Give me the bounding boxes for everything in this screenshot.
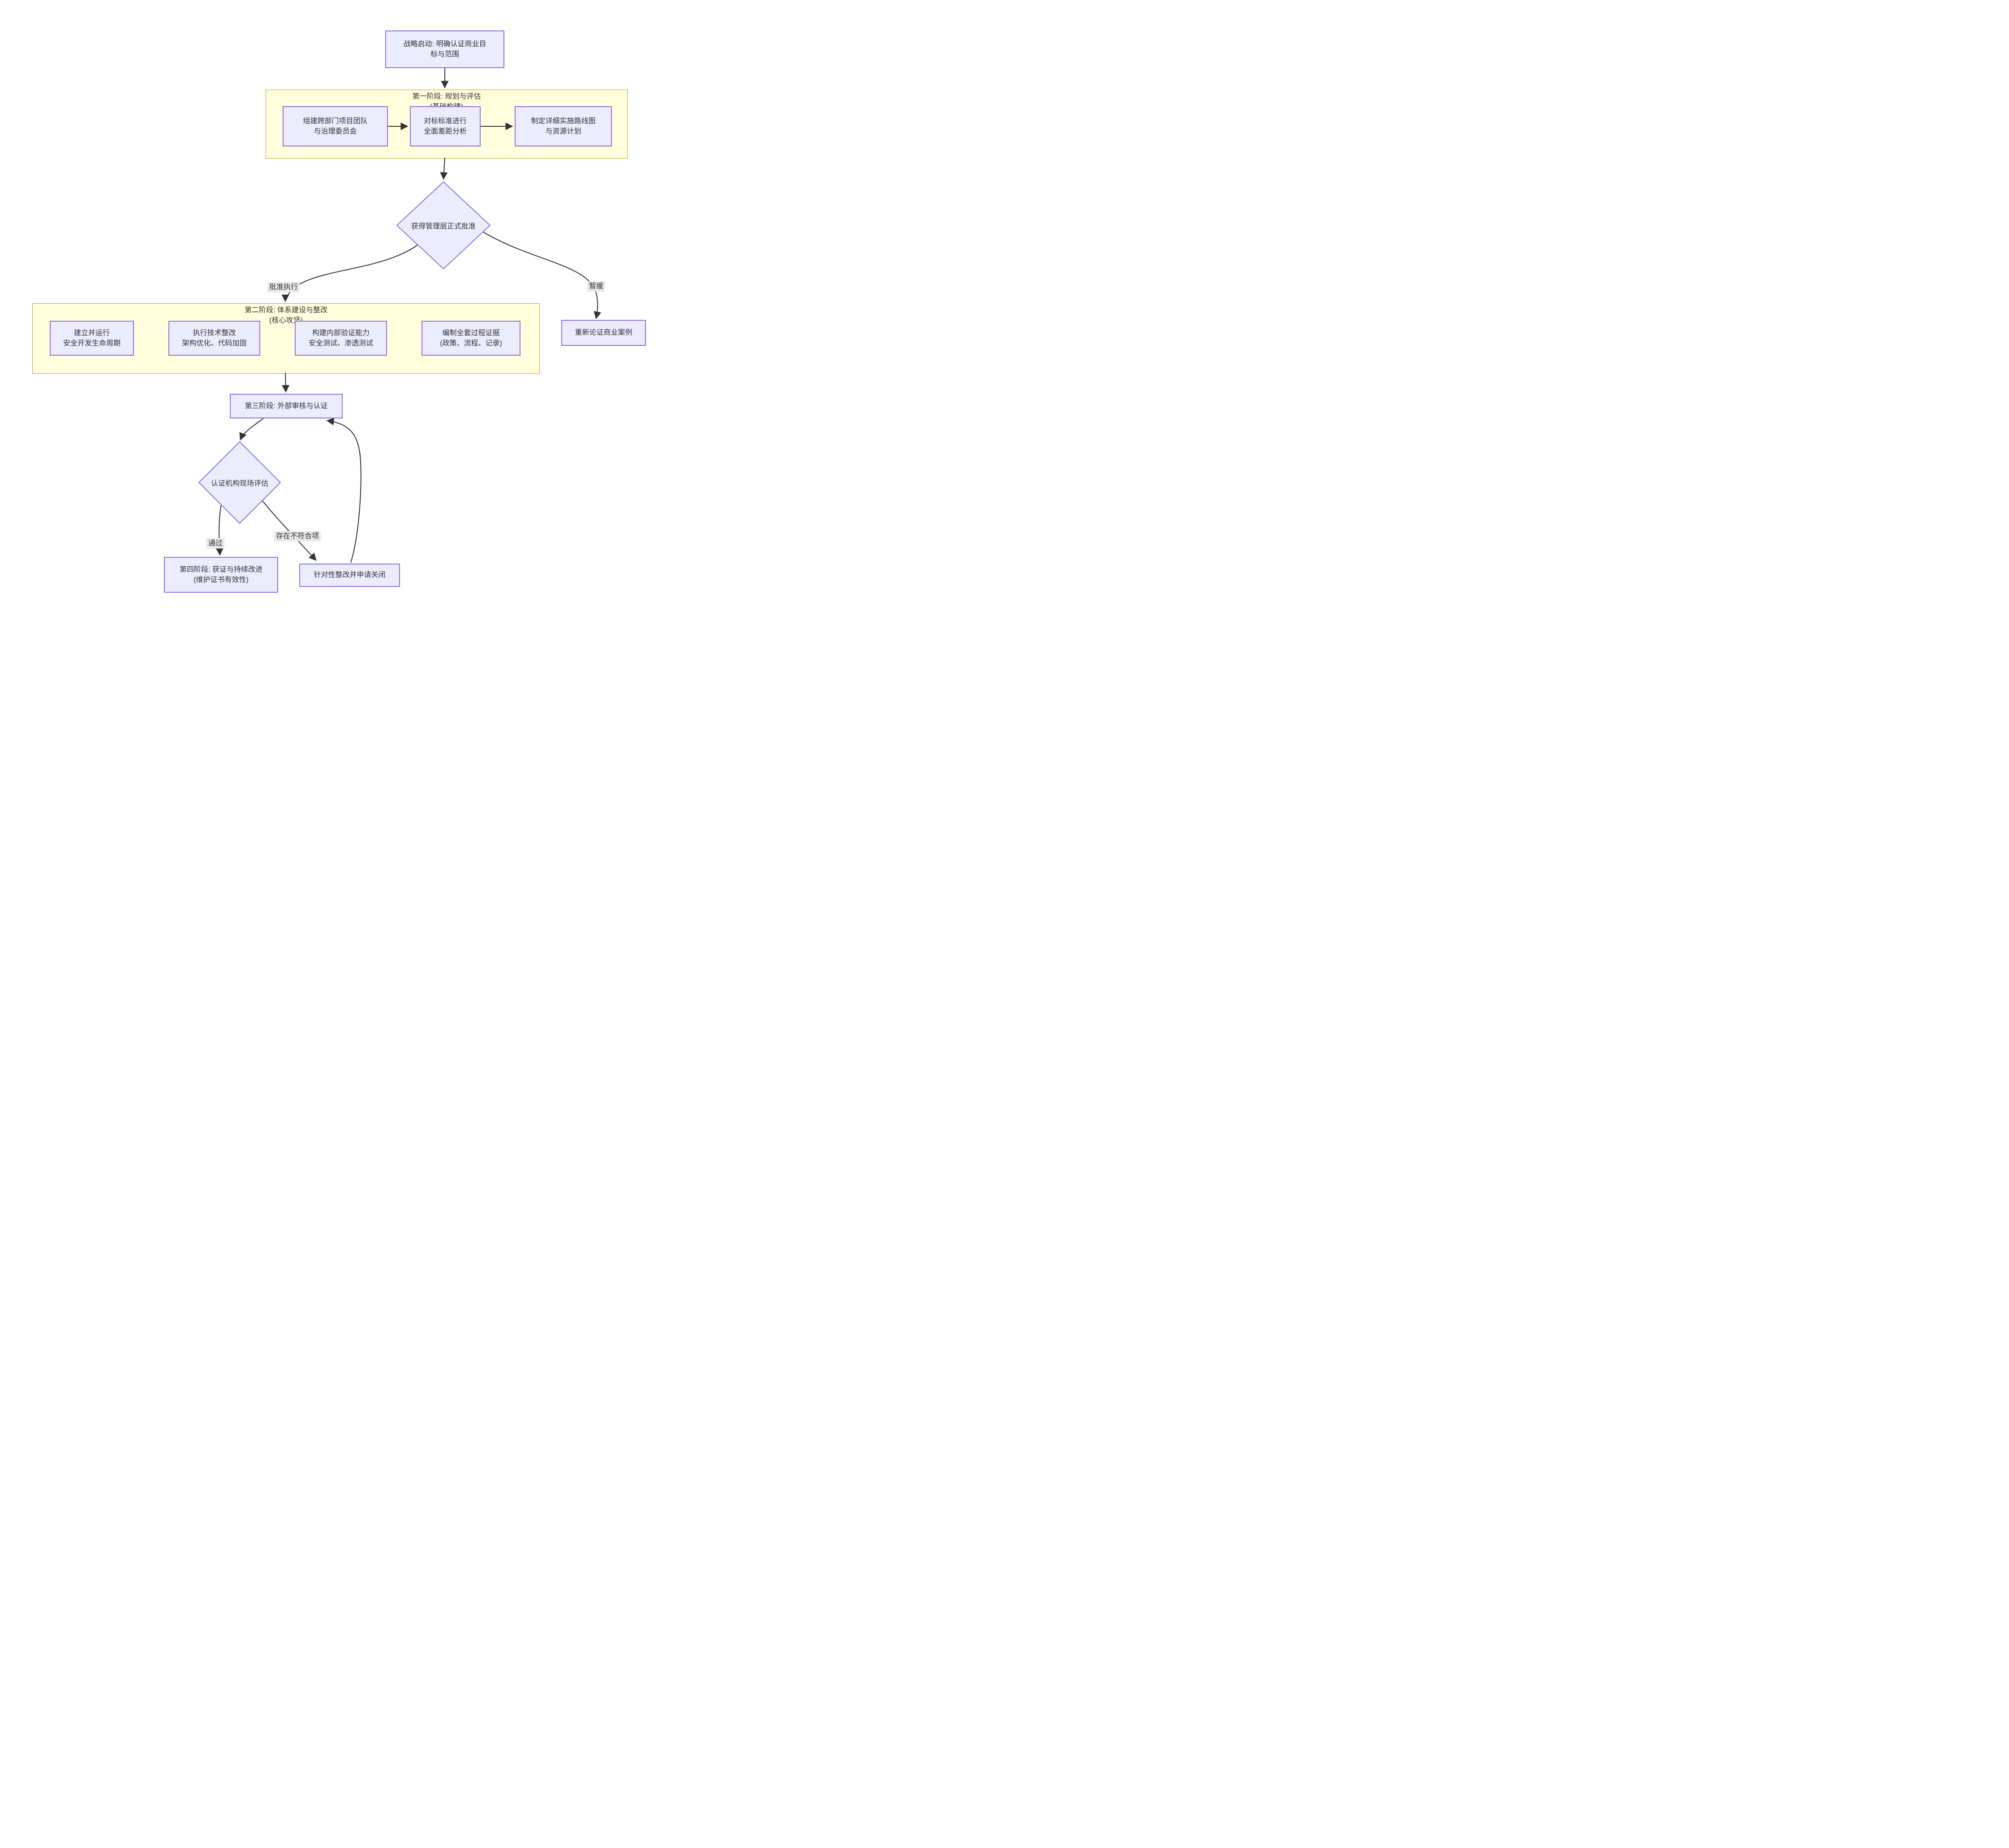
edge-audit-fix (262, 500, 317, 561)
edge-layer (215, 68, 602, 563)
edge-label-pass: 通过 (206, 538, 225, 549)
node-remediation: 执行技术整改 架构优化、代码加固 (168, 321, 260, 356)
node-roadmap: 制定详细实施路线图 与资源计划 (515, 106, 612, 146)
node-sdl: 建立并运行 安全开发生命周期 (50, 321, 134, 356)
node-rebuild: 重新论证商业案例 (561, 320, 646, 346)
node-phase3: 第三阶段: 外部审核与认证 (230, 394, 343, 418)
node-team: 组建跨部门项目团队 与治理委员会 (283, 106, 388, 146)
edge-fix-phase3 (326, 418, 361, 563)
node-approval-decision: 获得管理层正式批准 (396, 181, 490, 269)
edge-phase1-approval (440, 157, 448, 180)
node-audit-decision: 认证机构现场评估 (198, 441, 281, 524)
edge-audit-phase4 (215, 504, 224, 556)
node-evidence: 编制全套过程证据 (政策、流程、记录) (422, 321, 521, 356)
edge-label-approve: 批准执行 (267, 282, 300, 293)
edge-label-hold: 暂缓 (587, 281, 606, 292)
node-verify: 构建内部验证能力 安全测试、渗透测试 (295, 321, 387, 356)
node-start: 战略启动: 明确认证商业目 标与范围 (385, 30, 504, 68)
edge-phase3-audit (239, 418, 264, 441)
cluster-phase2-title: 第二阶段: 体系建设与整改 (核心攻坚) (245, 306, 327, 324)
node-fix: 针对性整改并申请关闭 (299, 564, 400, 587)
edge-approval-phase2 (281, 245, 418, 302)
edge-phase2-phase3 (282, 372, 290, 393)
flowchart: 第一阶段: 规划与评估 (基础构建) 第二阶段: 体系建设与整改 (核心攻坚) … (0, 0, 670, 616)
node-approval-label: 获得管理层正式批准 (411, 223, 476, 230)
node-phase4: 第四阶段: 获证与持续改进 (维护证书有效性) (164, 557, 278, 593)
edge-label-nonconform: 存在不符合项 (274, 531, 321, 542)
node-audit-label: 认证机构现场评估 (211, 480, 268, 487)
node-gap: 对标标准进行 全面差距分析 (410, 106, 481, 146)
edge-approval-rebuild (483, 232, 602, 319)
